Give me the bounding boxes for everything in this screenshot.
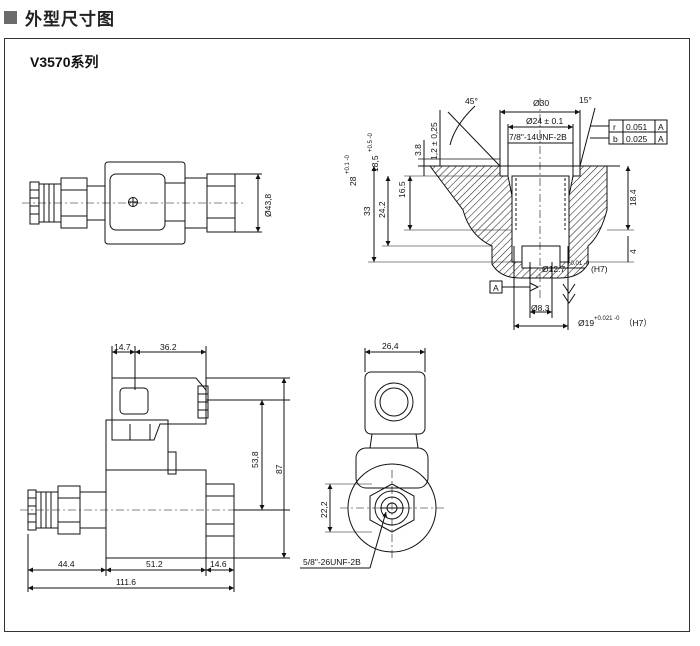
diameter-24-label: Ø24 ± 0.1 xyxy=(526,116,564,126)
dim-8-3-label: Ø8.3 xyxy=(531,303,550,313)
diameter-30-label: Ø30 xyxy=(533,98,549,108)
tol-row-1-value: 0.051 xyxy=(626,122,648,132)
heading-square-icon xyxy=(4,10,17,24)
dim-18-4-label: 18.4 xyxy=(628,189,638,206)
angle-15-label: 15° xyxy=(579,95,592,105)
front-view xyxy=(22,161,262,245)
tol-row-1-datum: A xyxy=(658,122,664,132)
datum-a-label: A xyxy=(493,283,499,293)
dim-bore-large-label: Ø19 xyxy=(578,318,594,328)
dim-28-tol-label: +0.1 -0 xyxy=(345,154,351,174)
end-thread-label: 5/8"-26UNF-2B xyxy=(303,557,361,567)
dim-111-6-label: 111.6 xyxy=(116,577,136,587)
front-diameter-label: Ø43,8 xyxy=(263,194,273,217)
thread-label: 7/8"-14UNF-2B xyxy=(509,132,567,142)
tol-row-2-datum: A xyxy=(658,134,664,144)
dim-18-5-tol-label: +0.5 -0 xyxy=(368,132,374,152)
dim-44-4-label: 44.4 xyxy=(58,559,75,569)
dim-22-2-label: 22,2 xyxy=(319,501,329,518)
dim-53-8-label: 53,8 xyxy=(250,451,260,468)
dim-16-5-label: 16.5 xyxy=(397,181,407,198)
dim-bore-large-fit-label: （H7） xyxy=(624,318,652,328)
section-heading: 外型尺寸图 xyxy=(4,6,115,29)
tol-row-1-symbol: r xyxy=(613,122,616,132)
drawing-frame xyxy=(4,38,690,632)
dim-18-5-label: 18,5 xyxy=(370,155,380,172)
dim-14-7-label: 14.7 xyxy=(114,342,131,352)
dim-bore-large-tol-label: +0.021 -0 xyxy=(594,316,620,322)
series-title: V3570系列 xyxy=(30,54,99,70)
tol-row-2-value: 0.025 xyxy=(626,134,648,144)
dim-26-4-label: 26,4 xyxy=(382,341,399,351)
port-section-labels: 45° Ø30 15° Ø24 ± 0.1 7/8"-14UNF-2B 1,2 … xyxy=(345,95,664,328)
dim-bore-small-label: Ø12.7 xyxy=(542,264,565,274)
end-view-labels: 26,4 22,2 5/8"-26UNF-2B xyxy=(303,341,399,567)
port-cavity-section xyxy=(368,98,668,330)
dim-51-2-label: 51.2 xyxy=(146,559,163,569)
dim-87-label: 87 xyxy=(274,464,284,474)
heading-text: 外型尺寸图 xyxy=(25,9,115,29)
dim-bore-small-fit-label: (H7) xyxy=(591,264,608,274)
dim-14-6-label: 14.6 xyxy=(210,559,227,569)
dim-28-label: 28 xyxy=(348,176,358,186)
side-view-labels: 14.7 36.2 53,8 87 44.4 51.2 14.6 111.6 xyxy=(58,342,284,587)
dim-24-2-label: 24.2 xyxy=(377,201,387,218)
dim-33-label: 33 xyxy=(362,206,372,216)
dim-3-8-label: 3.8 xyxy=(413,144,423,156)
dim-1-2-label: 1,2 ± 0,25 xyxy=(429,122,439,160)
angle-45-label: 45° xyxy=(465,96,478,106)
dim-bore-small-tol-label: +0.01 -0 xyxy=(567,261,590,267)
side-view xyxy=(20,346,290,592)
dim-4-label: 4 xyxy=(628,249,638,254)
dim-36-2-label: 36.2 xyxy=(160,342,177,352)
tol-row-2-symbol: b xyxy=(613,134,618,144)
end-view xyxy=(300,348,446,569)
